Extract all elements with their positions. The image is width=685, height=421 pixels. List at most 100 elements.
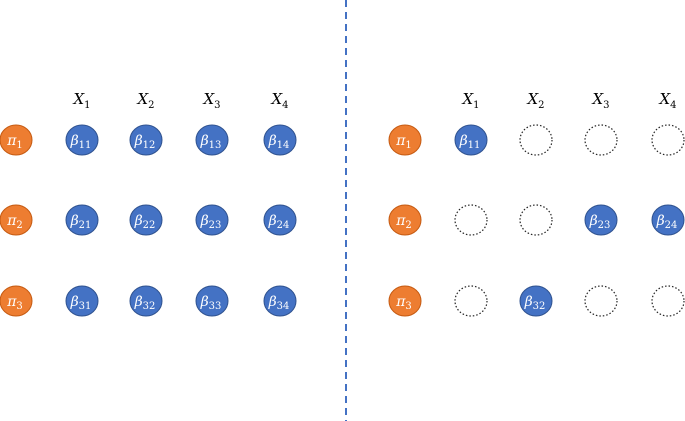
beta-label-sparse-model-23-sub: 23 xyxy=(598,220,611,231)
column-label-sparse-model-2-base: X xyxy=(526,90,539,108)
pi-label-full-model-2-sub: 2 xyxy=(16,220,22,231)
beta-label-full-model-24: β24 xyxy=(268,213,290,231)
pi-label-full-model-3-base: π xyxy=(6,294,17,310)
beta-label-full-model-24-sub: 24 xyxy=(277,220,290,231)
beta-node-full-model-32 xyxy=(129,285,163,317)
empty-node-sparse-model-13 xyxy=(584,124,618,156)
pi-label-sparse-model-2: π2 xyxy=(395,213,412,231)
column-label-sparse-model-2-sub: 2 xyxy=(538,100,544,111)
beta-node-full-model-34 xyxy=(263,285,297,317)
beta-label-full-model-14-sub: 14 xyxy=(277,140,290,151)
column-label-full-model-3-sub: 3 xyxy=(214,100,220,111)
pi-label-full-model-3: π3 xyxy=(6,294,23,312)
empty-node-sparse-model-12 xyxy=(519,124,553,156)
beta-node-full-model-24 xyxy=(263,204,297,236)
empty-node-sparse-model-22 xyxy=(519,204,553,236)
beta-label-full-model-23: β23 xyxy=(200,213,222,231)
pi-label-sparse-model-3: π3 xyxy=(395,294,412,312)
beta-label-full-model-13: β13 xyxy=(200,133,222,151)
column-label-full-model-4: X4 xyxy=(270,90,288,111)
beta-label-sparse-model-32: β32 xyxy=(524,294,546,312)
beta-node-full-model-31 xyxy=(65,285,99,317)
column-label-full-model-4-base: X xyxy=(270,90,283,108)
beta-label-full-model-24-base: β xyxy=(268,213,277,229)
column-label-sparse-model-1-base: X xyxy=(461,90,474,108)
beta-label-full-model-31-base: β xyxy=(70,294,79,310)
column-label-full-model-3: X3 xyxy=(202,90,220,111)
empty-node-sparse-model-21 xyxy=(454,204,488,236)
beta-label-full-model-33-base: β xyxy=(200,294,209,310)
beta-node-sparse-model-23 xyxy=(584,204,618,236)
column-label-full-model-1-base: X xyxy=(72,90,85,108)
beta-label-sparse-model-32-base: β xyxy=(524,294,533,310)
beta-label-full-model-32-base: β xyxy=(134,294,143,310)
pi-label-full-model-2: π2 xyxy=(6,213,23,231)
pi-label-sparse-model-3-sub: 3 xyxy=(405,301,411,312)
beta-node-full-model-33 xyxy=(195,285,229,317)
pi-label-sparse-model-1-base: π xyxy=(395,133,406,149)
beta-node-sparse-model-11 xyxy=(454,124,488,156)
pi-node-full-model-3 xyxy=(0,285,33,317)
beta-label-full-model-34-base: β xyxy=(268,294,277,310)
beta-label-full-model-31-sub: 31 xyxy=(79,301,92,312)
empty-node-sparse-model-34 xyxy=(651,285,685,317)
beta-label-full-model-11: β11 xyxy=(70,133,92,151)
beta-label-full-model-31: β31 xyxy=(70,294,92,312)
column-label-sparse-model-3-base: X xyxy=(591,90,604,108)
column-label-sparse-model-4-sub: 4 xyxy=(670,100,676,111)
pi-label-full-model-1-base: π xyxy=(6,133,17,149)
pi-label-full-model-3-sub: 3 xyxy=(16,301,22,312)
beta-node-sparse-model-32 xyxy=(519,285,553,317)
pi-label-sparse-model-2-base: π xyxy=(395,213,406,229)
beta-node-full-model-12 xyxy=(129,124,163,156)
pi-label-sparse-model-1-sub: 1 xyxy=(405,140,411,151)
pi-label-full-model-1: π1 xyxy=(6,133,23,151)
column-label-sparse-model-3-sub: 3 xyxy=(603,100,609,111)
beta-label-full-model-21-base: β xyxy=(70,213,79,229)
column-label-sparse-model-4-base: X xyxy=(658,90,671,108)
beta-label-full-model-14-base: β xyxy=(268,133,277,149)
empty-node-sparse-model-31 xyxy=(454,285,488,317)
empty-node-sparse-model-14 xyxy=(651,124,685,156)
beta-label-full-model-21-sub: 21 xyxy=(79,220,92,231)
beta-label-full-model-22: β22 xyxy=(134,213,156,231)
beta-label-full-model-11-base: β xyxy=(70,133,79,149)
beta-label-full-model-12: β12 xyxy=(134,133,156,151)
beta-label-full-model-22-sub: 22 xyxy=(143,220,156,231)
beta-label-sparse-model-23-base: β xyxy=(589,213,598,229)
beta-label-sparse-model-24-base: β xyxy=(656,213,665,229)
pi-node-full-model-2 xyxy=(0,204,33,236)
beta-node-full-model-21 xyxy=(65,204,99,236)
beta-node-full-model-22 xyxy=(129,204,163,236)
beta-label-full-model-23-sub: 23 xyxy=(209,220,222,231)
column-label-full-model-4-sub: 4 xyxy=(282,100,288,111)
pi-label-sparse-model-1: π1 xyxy=(395,133,412,151)
beta-label-sparse-model-11-base: β xyxy=(459,133,468,149)
column-label-sparse-model-4: X4 xyxy=(658,90,676,111)
column-label-full-model-1-sub: 1 xyxy=(84,100,90,111)
column-label-full-model-2-base: X xyxy=(136,90,149,108)
column-label-full-model-3-base: X xyxy=(202,90,215,108)
beta-node-full-model-14 xyxy=(263,124,297,156)
beta-label-full-model-11-sub: 11 xyxy=(79,140,92,151)
pi-node-full-model-1 xyxy=(0,124,33,156)
pi-node-sparse-model-3 xyxy=(388,285,422,317)
beta-node-sparse-model-24 xyxy=(651,204,685,236)
pi-label-full-model-1-sub: 1 xyxy=(16,140,22,151)
beta-node-full-model-13 xyxy=(195,124,229,156)
beta-label-full-model-22-base: β xyxy=(134,213,143,229)
beta-label-full-model-32-sub: 32 xyxy=(143,301,156,312)
beta-label-full-model-12-base: β xyxy=(134,133,143,149)
beta-node-full-model-11 xyxy=(65,124,99,156)
beta-label-sparse-model-11-sub: 11 xyxy=(468,140,481,151)
pi-node-sparse-model-1 xyxy=(388,124,422,156)
beta-label-full-model-32: β32 xyxy=(134,294,156,312)
beta-label-sparse-model-11: β11 xyxy=(459,133,481,151)
pi-label-sparse-model-2-sub: 2 xyxy=(405,220,411,231)
beta-label-full-model-33: β33 xyxy=(200,294,222,312)
beta-label-full-model-14: β14 xyxy=(268,133,290,151)
beta-label-sparse-model-24-sub: 24 xyxy=(665,220,678,231)
